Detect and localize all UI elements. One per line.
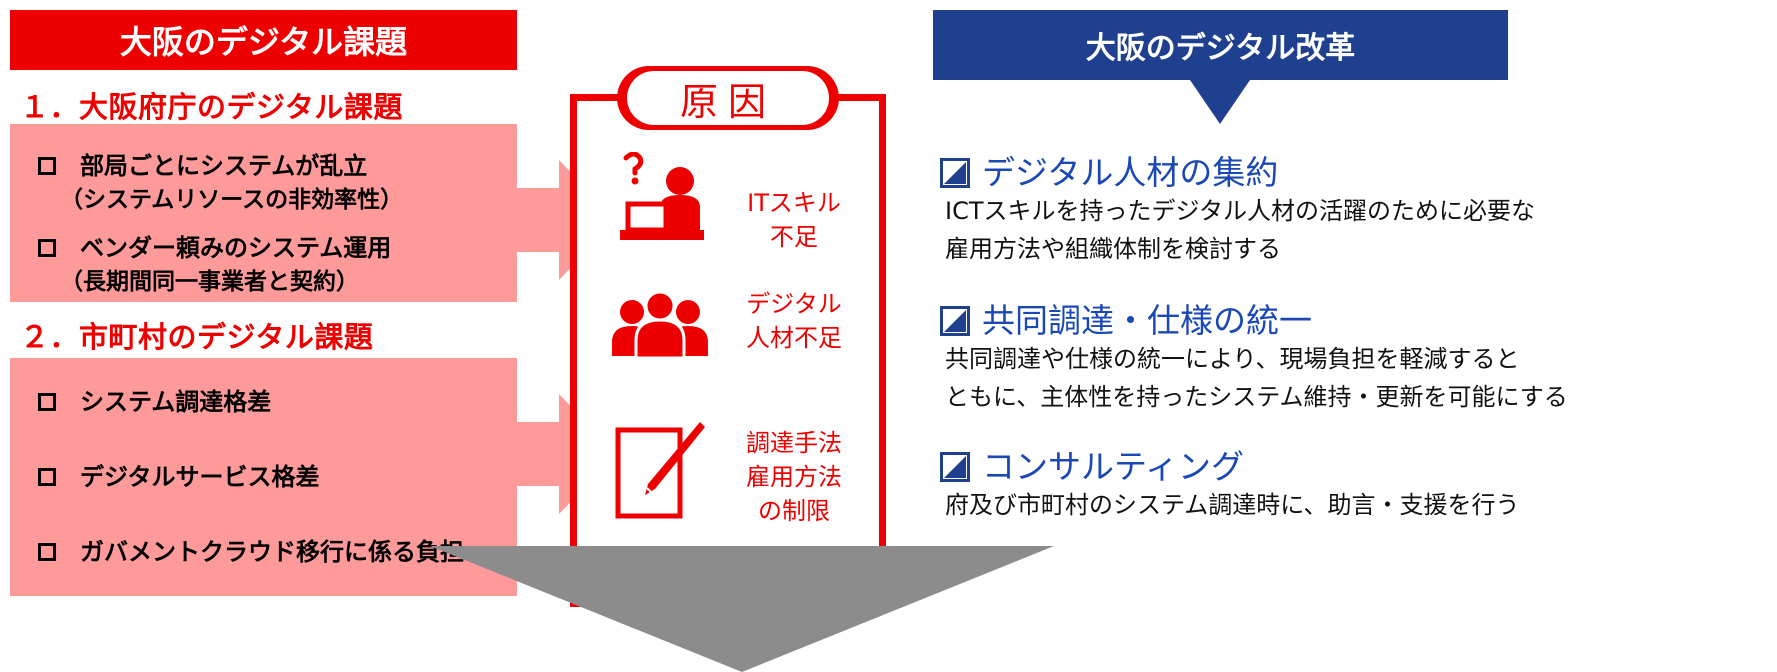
section1-box — [10, 124, 517, 302]
section1-item-1-sub: （システムリソースの非効率性） — [60, 187, 404, 213]
reform-2-heading-text: 共同調達・仕様の統一 — [982, 301, 1312, 340]
person-at-laptop-question-icon — [620, 152, 704, 240]
right-header: 大阪のデジタル改革 — [933, 10, 1508, 80]
section1-item-1: 部局ごとにシステムが乱立 — [38, 146, 367, 181]
item-label: システム調達格差 — [80, 388, 272, 416]
section1-item-2-sub: （長期間同一事業者と契約） — [60, 269, 359, 295]
section2-item-1: システム調達格差 — [38, 382, 271, 417]
section2-title: ２．市町村のデジタル課題 — [20, 320, 374, 354]
cause-2-text: デジタル 人材不足 — [719, 287, 869, 355]
checkbox-bullet-icon — [38, 543, 56, 561]
item-label: 部局ごとにシステムが乱立 — [80, 152, 368, 180]
corner-square-icon — [940, 452, 970, 482]
checkbox-bullet-icon — [38, 468, 56, 486]
cause-3-line1: 調達手法 — [746, 429, 842, 457]
checkbox-bullet-icon — [38, 157, 56, 175]
reform-3-heading-text: コンサルティング — [982, 447, 1245, 486]
arrow-to-cause-1 — [517, 160, 617, 280]
cause-3-line2: 雇用方法 — [746, 463, 842, 491]
cause-1-text: ITスキル 不足 — [719, 186, 869, 254]
corner-square-icon — [940, 158, 970, 188]
section2-item-2: デジタルサービス格差 — [38, 457, 320, 492]
section2-box — [10, 358, 517, 596]
cause-3-line3: の制限 — [758, 497, 830, 525]
reform-2-desc-2: ともに、主体性を持ったシステム維持・更新を可能にする — [945, 383, 1568, 411]
reform-1-heading-text: デジタル人材の集約 — [982, 153, 1279, 192]
checkbox-bullet-icon — [38, 239, 56, 257]
reform-3-heading: コンサルティング — [940, 440, 1244, 488]
arrow-to-cause-2 — [517, 394, 617, 514]
corner-square-icon — [940, 306, 970, 336]
cause-2-line2: 人材不足 — [746, 324, 842, 352]
item-label: デジタルサービス格差 — [80, 463, 320, 491]
reform-1-desc-2: 雇用方法や組織体制を検討する — [945, 235, 1281, 263]
down-arrow — [430, 546, 1054, 672]
document-pen-icon — [615, 422, 705, 519]
reform-2-desc-1: 共同調達や仕様の統一により、現場負担を軽減すると — [945, 345, 1520, 373]
reform-1-heading: デジタル人材の集約 — [940, 146, 1278, 194]
cause-title: 原因 — [627, 71, 829, 125]
item-label: ベンダー頼みのシステム運用 — [80, 234, 392, 262]
checkbox-bullet-icon — [38, 393, 56, 411]
cause-3-text: 調達手法 雇用方法 の制限 — [719, 426, 869, 528]
header-pointer — [1190, 80, 1250, 124]
cause-1-line1: ITスキル — [747, 189, 841, 217]
cause-2-line1: デジタル — [746, 290, 842, 318]
reform-3-desc-1: 府及び市町村のシステム調達時に、助言・支援を行う — [945, 491, 1520, 519]
section2-item-3: ガバメントクラウド移行に係る負担 — [38, 532, 464, 567]
item-label: ガバメントクラウド移行に係る負担 — [80, 538, 464, 566]
reform-1-desc-1: ICTスキルを持ったデジタル人材の活躍のために必要な — [945, 197, 1536, 225]
people-group-icon — [612, 290, 708, 360]
section1-item-2: ベンダー頼みのシステム運用 — [38, 228, 391, 263]
cause-1-line2: 不足 — [770, 223, 818, 251]
section1-title: １．大阪府庁のデジタル課題 — [20, 90, 403, 124]
reform-2-heading: 共同調達・仕様の統一 — [940, 294, 1312, 342]
left-header: 大阪のデジタル課題 — [10, 10, 517, 70]
